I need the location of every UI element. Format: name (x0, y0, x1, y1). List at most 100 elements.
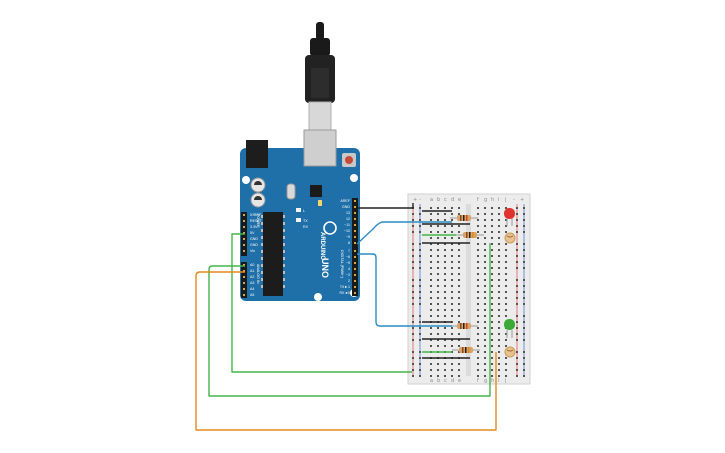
breadboard-hole (477, 363, 479, 365)
rail-hole (412, 279, 414, 281)
svg-text:A2: A2 (250, 275, 254, 279)
breadboard-hole (451, 309, 453, 311)
breadboard-hole (458, 213, 460, 215)
breadboard-hole (505, 303, 507, 305)
svg-text:A4: A4 (250, 287, 254, 291)
analog-header-label: ANALOG IN (256, 264, 260, 284)
breadboard-hole (451, 291, 453, 293)
svg-text:RX◄0: RX◄0 (339, 291, 350, 295)
breadboard-hole (430, 309, 432, 311)
breadboard-hole (491, 339, 493, 341)
breadboard-hole (498, 213, 500, 215)
rail-hole (516, 219, 518, 221)
breadboard-hole (491, 273, 493, 275)
breadboard-hole (437, 303, 439, 305)
resistor-bottom (450, 323, 478, 329)
led-red (504, 208, 515, 226)
breadboard-hole (451, 369, 453, 371)
breadboard-hole (458, 255, 460, 257)
breadboard-hole (505, 231, 507, 233)
rail-hole (412, 249, 414, 251)
rail-hole (523, 267, 525, 269)
breadboard-hole (451, 207, 453, 209)
breadboard-hole (430, 297, 432, 299)
rail-hole (516, 279, 518, 281)
breadboard-hole (477, 267, 479, 269)
breadboard-hole (451, 345, 453, 347)
breadboard-hole (505, 333, 507, 335)
breadboard-hole (477, 351, 479, 353)
breadboard-hole (437, 255, 439, 257)
rail-hole (516, 255, 518, 257)
breadboard-hole (437, 297, 439, 299)
svg-text:TX►1: TX►1 (340, 285, 350, 289)
breadboard-hole (458, 321, 460, 323)
breadboard-hole (477, 375, 479, 377)
microcontroller-chip (263, 212, 283, 296)
rail-hole (523, 339, 525, 341)
breadboard-hole (477, 243, 479, 245)
rail-hole (516, 315, 518, 317)
breadboard-hole (458, 369, 460, 371)
breadboard-hole (505, 225, 507, 227)
breadboard-hole (477, 249, 479, 251)
rail-hole (412, 351, 414, 353)
photoresistor-top (504, 232, 516, 244)
breadboard-hole (458, 225, 460, 227)
breadboard-hole (505, 339, 507, 341)
breadboard-hole (498, 315, 500, 317)
breadboard-hole (491, 345, 493, 347)
breadboard-hole (491, 321, 493, 323)
rail-hole (412, 297, 414, 299)
breadboard-hole (491, 261, 493, 263)
breadboard-hole (498, 279, 500, 281)
led-green (504, 319, 515, 338)
rail-hole (523, 261, 525, 263)
svg-text:g: g (484, 378, 487, 384)
breadboard-hole (491, 207, 493, 209)
svg-text:j: j (504, 197, 506, 203)
rail-hole (516, 267, 518, 269)
led-l-label: L (303, 209, 305, 213)
rail-hole (516, 369, 518, 371)
svg-text:j: j (504, 378, 506, 384)
breadboard-hole (444, 291, 446, 293)
breadboard-hole (491, 351, 493, 353)
rail-hole (516, 243, 518, 245)
breadboard-hole (498, 219, 500, 221)
breadboard-hole (458, 297, 460, 299)
breadboard-hole (437, 291, 439, 293)
breadboard-hole (458, 261, 460, 263)
breadboard-hole (458, 339, 460, 341)
breadboard-hole (498, 231, 500, 233)
breadboard-hole (430, 315, 432, 317)
breadboard-hole (451, 237, 453, 239)
breadboard-hole (458, 315, 460, 317)
rail-hole (516, 339, 518, 341)
svg-text:~11: ~11 (344, 223, 350, 227)
svg-text:~3: ~3 (346, 273, 350, 277)
svg-text:5V: 5V (250, 231, 255, 235)
breadboard-holes (412, 207, 525, 377)
wire-pin-blue-top (356, 221, 452, 245)
breadboard-hole (437, 219, 439, 221)
breadboard-hole (444, 297, 446, 299)
rail-hole (523, 297, 525, 299)
rail-hole (419, 219, 421, 221)
rail-hole (419, 249, 421, 251)
breadboard-hole (484, 255, 486, 257)
breadboard-hole (477, 207, 479, 209)
rail-hole (523, 369, 525, 371)
digital-header-label: DIGITAL (PWM~) (340, 250, 344, 278)
breadboard-hole (477, 279, 479, 281)
board-brand: ARDUINO (319, 232, 325, 260)
breadboard-hole (458, 207, 460, 209)
rail-hole (516, 375, 518, 377)
svg-text:e: e (458, 197, 461, 203)
breadboard-hole (458, 333, 460, 335)
breadboard-hole (430, 237, 432, 239)
breadboard-hole (477, 219, 479, 221)
arduino-uno-board[interactable]: ARDUINO UNO IOREF RESET 3.3V 5V GND GND … (240, 129, 360, 301)
breadboard-hole (437, 363, 439, 365)
breadboard-hole (451, 261, 453, 263)
